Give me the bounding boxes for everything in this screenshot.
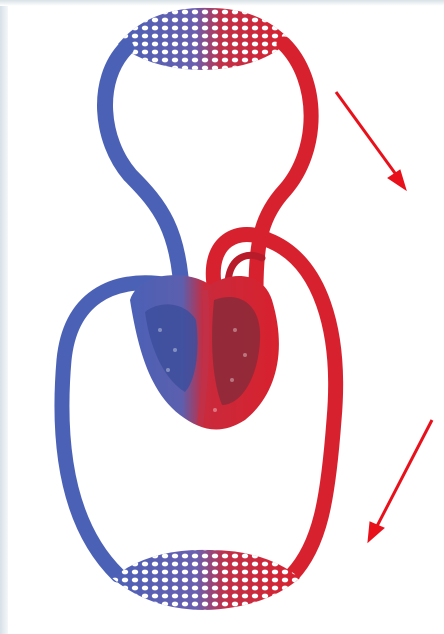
pulmonary-artery xyxy=(105,48,182,300)
lower-arrow xyxy=(368,420,432,542)
upper-arrow xyxy=(336,92,406,190)
pointer-arrows xyxy=(336,92,432,542)
lower-capillary-bed xyxy=(112,550,300,610)
heart xyxy=(130,275,279,429)
upper-capillary-bed xyxy=(118,8,290,70)
